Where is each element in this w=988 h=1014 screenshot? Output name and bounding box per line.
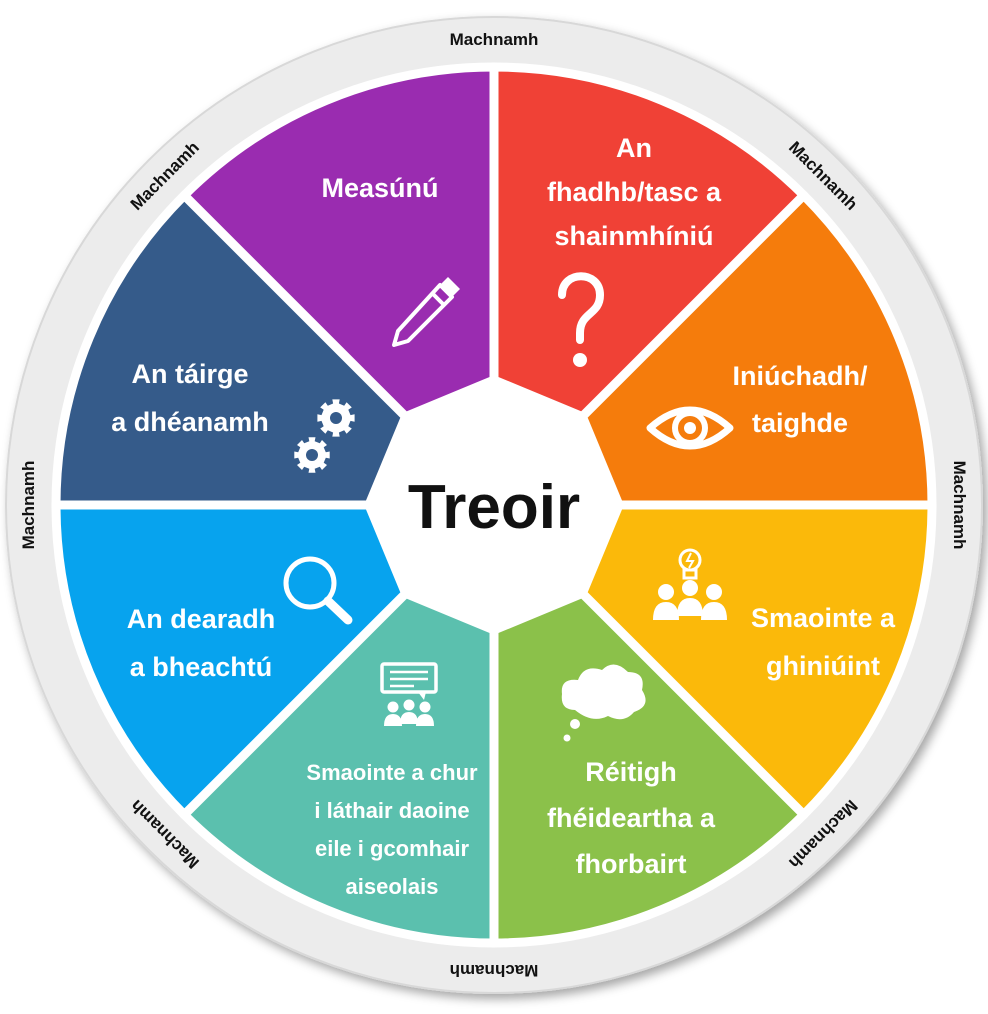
segment-ideas-label-line: Smaointe a — [751, 603, 896, 633]
center-octagon — [369, 380, 619, 630]
segment-define-label-line: shainmhíniú — [554, 221, 713, 251]
segment-solutions-label-line: fhorbairt — [576, 849, 687, 879]
ring-label-machnamh: Machnamh — [19, 461, 38, 550]
presentation-audience-icon — [380, 662, 438, 726]
segment-solutions-label-line: fhéideartha a — [547, 803, 716, 833]
eye-icon — [646, 406, 734, 450]
segment-evaluate — [179, 62, 499, 422]
segment-present — [179, 588, 499, 948]
segment-make-label-line: a dhéanamh — [111, 407, 269, 437]
segment-present-label-line: aiseolais — [346, 874, 439, 899]
segment-present-label-line: Smaointe a chur — [306, 760, 478, 785]
ring-label-machnamh: Machnamh — [450, 961, 539, 980]
segments-layer: An fhadhb/tasc a shainmhíniúIniúchadh/taig… — [51, 62, 937, 948]
ring-label-machnamh: Machnamh — [450, 30, 539, 49]
segment-solutions-label-line: Réitigh — [585, 757, 677, 787]
question-mark-icon — [558, 272, 605, 367]
segment-ideas — [577, 500, 937, 820]
segment-present-label-line: eile i gcomhair — [315, 836, 469, 861]
segment-make-label-line: An táirge — [131, 359, 248, 389]
segment-research — [577, 190, 937, 510]
team-lightbulb-icon — [653, 548, 727, 620]
segment-research-label-line: Iniúchadh/ — [733, 361, 868, 391]
segment-design-label-line: a bheachtú — [130, 652, 273, 682]
segment-define-label-line: fhadhb/tasc a — [547, 177, 722, 207]
thought-cloud-icon — [561, 664, 646, 742]
ring-label-machnamh: Machnamh — [950, 461, 969, 550]
segment-define-label-line: An — [616, 133, 652, 163]
magnifier-icon — [283, 556, 353, 625]
segment-present-label-line: i láthair daoine — [314, 798, 469, 823]
segment-research-label-line: taighde — [752, 408, 848, 438]
icons-layer — [283, 272, 734, 742]
gears-icon — [294, 399, 355, 473]
pencil-icon — [392, 277, 460, 347]
center-title: Treoir — [408, 473, 580, 542]
segment-evaluate-label-line: Measúnú — [321, 173, 438, 203]
segment-make — [51, 190, 411, 510]
segment-design — [51, 500, 411, 820]
segment-define — [489, 62, 809, 422]
segment-design-label-line: An dearadh — [127, 604, 276, 634]
segment-ideas-label-line: ghiniúint — [766, 651, 880, 681]
